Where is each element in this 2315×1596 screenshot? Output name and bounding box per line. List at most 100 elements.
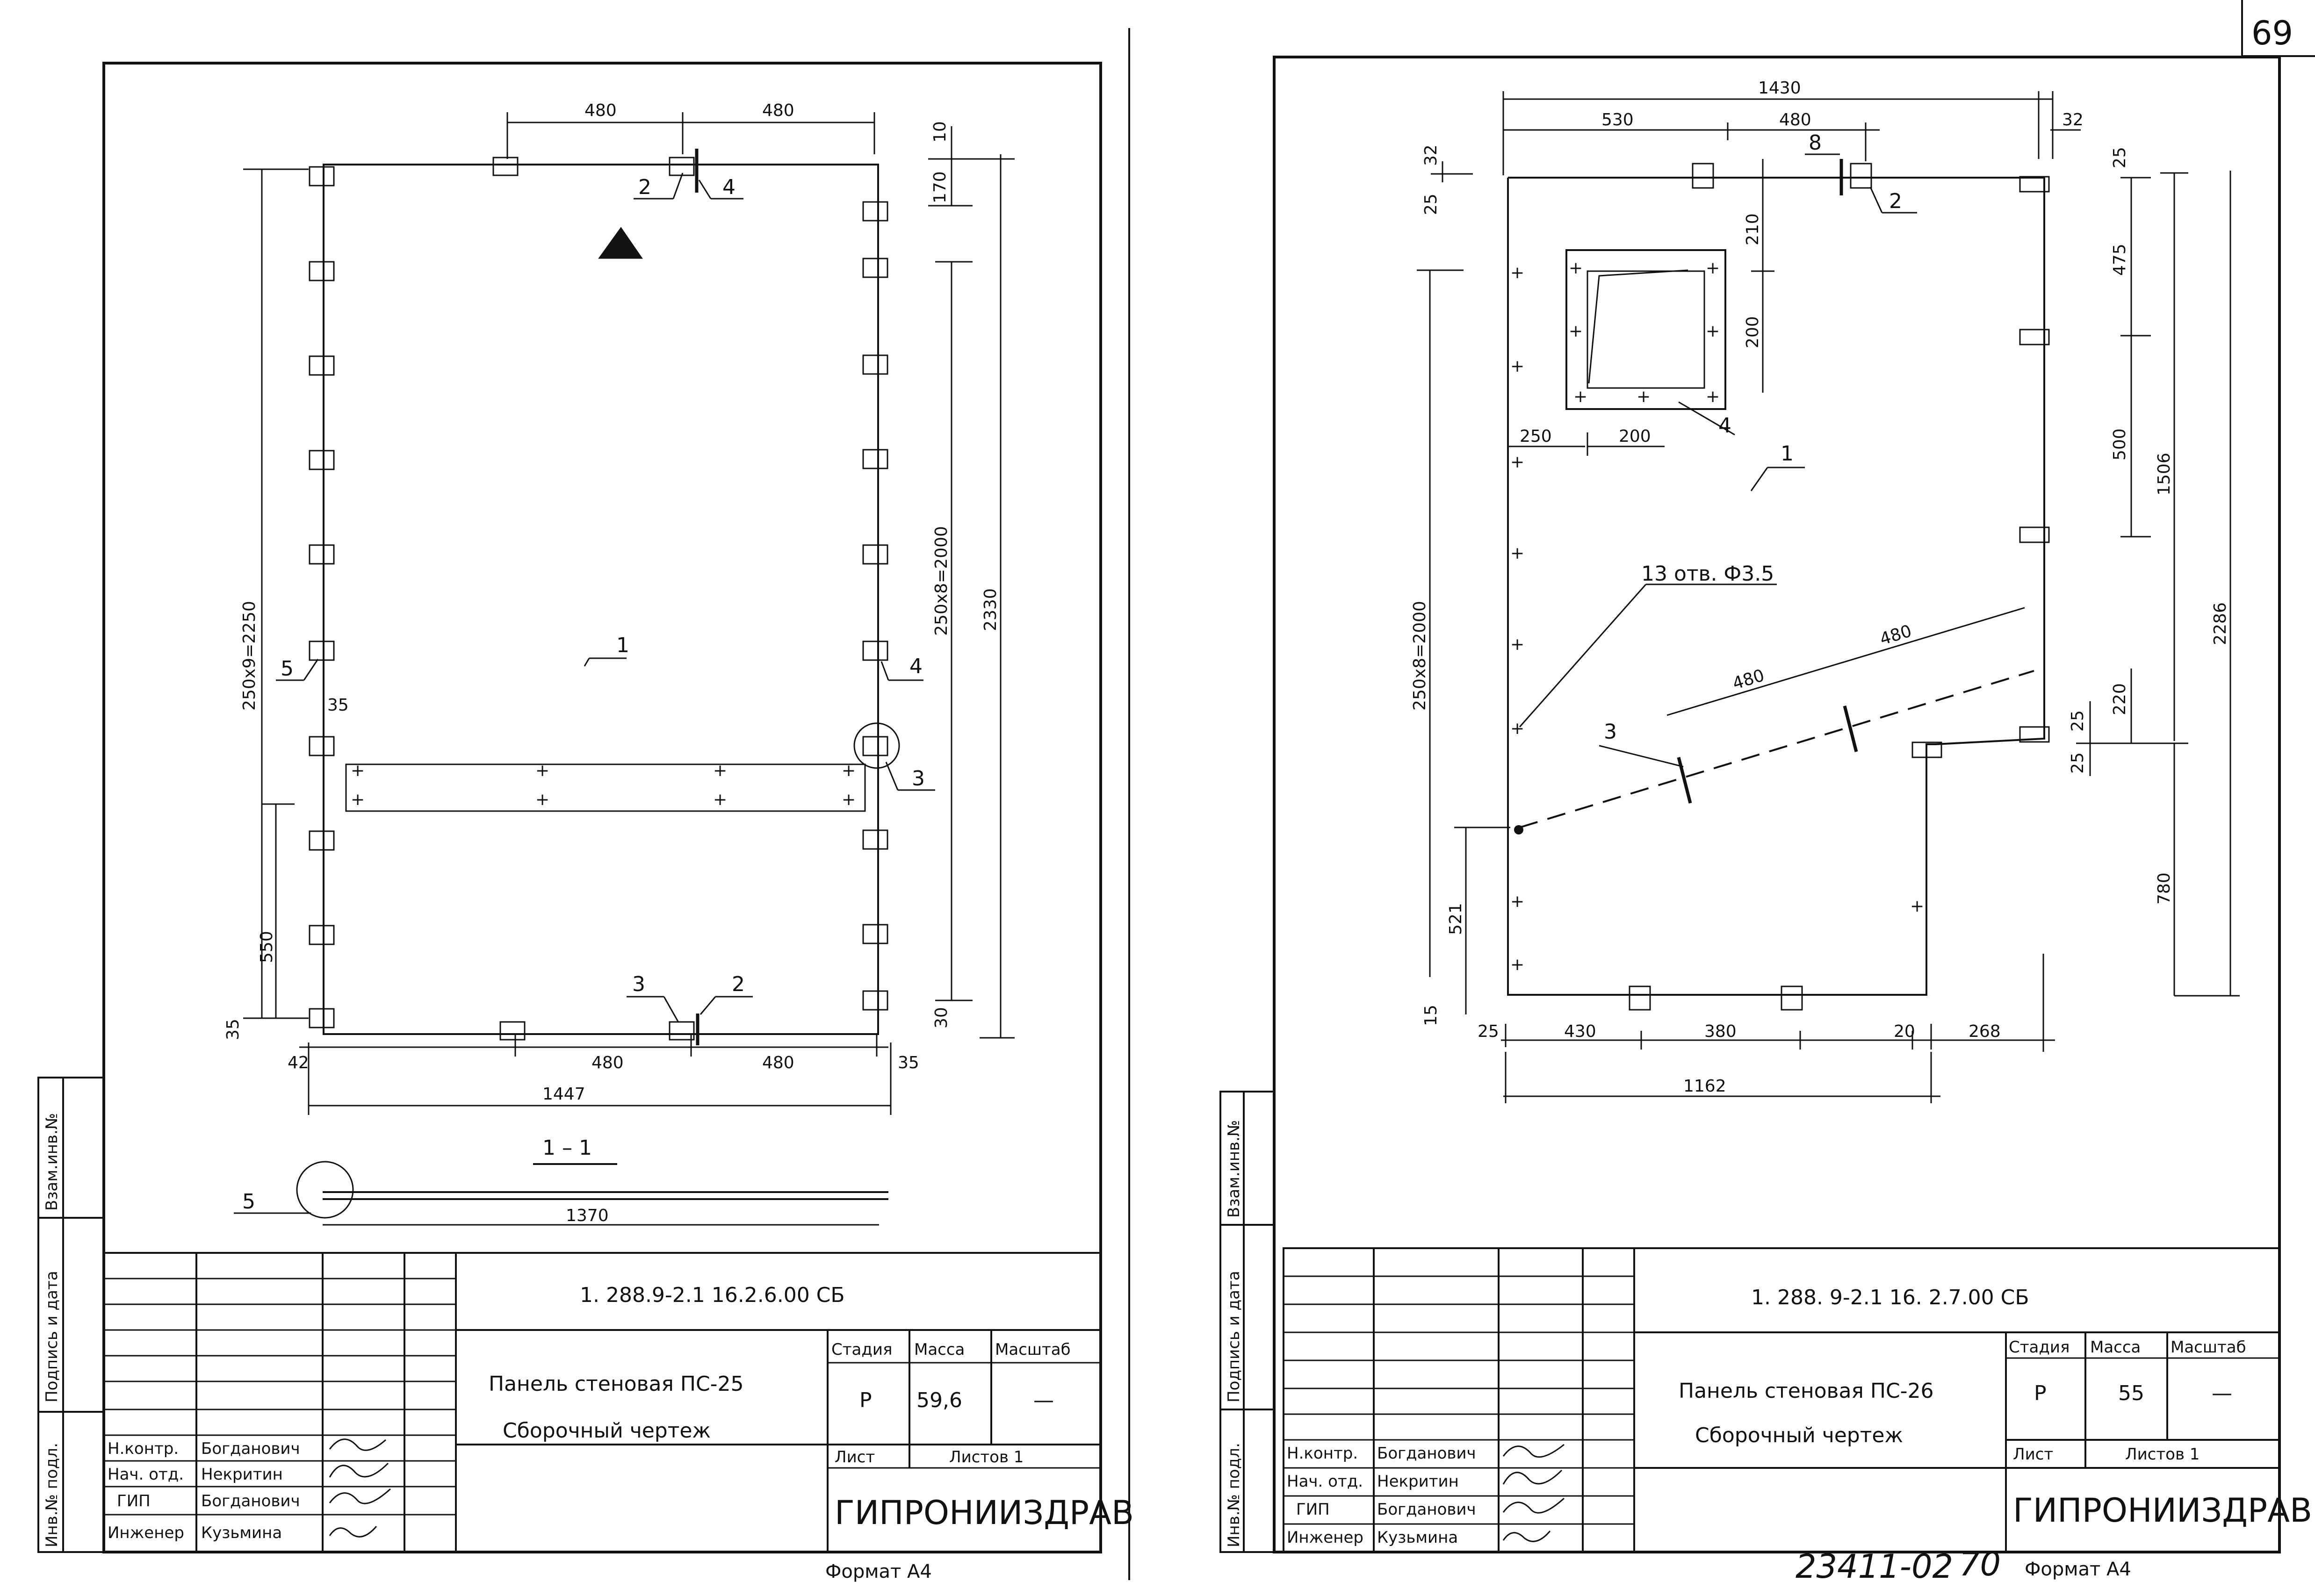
name-nach-otd: Некритин	[201, 1465, 283, 1484]
dim-bottom-25: 25	[1478, 1022, 1499, 1041]
callout-2-bottom: 2	[732, 972, 745, 996]
callout-2-top: 2	[638, 175, 651, 199]
ps26-hole-markers: + + + + + + + + + + + + + + + +	[1510, 259, 1924, 974]
organization-name-right: ГИПРОНИИЗДРАВ	[2013, 1491, 2312, 1530]
svg-text:+: +	[1510, 544, 1524, 563]
drawing-name-line1-right: Панель стеновая ПС-26	[1679, 1379, 1934, 1403]
sheets-label-right: Листов 1	[2125, 1445, 2200, 1464]
role-gip-right: ГИП	[1296, 1500, 1330, 1519]
dim-right-30: 30	[932, 1007, 951, 1028]
dim-500: 500	[2110, 428, 2129, 460]
callout-2: 2	[1889, 189, 1902, 213]
svg-text:+: +	[1510, 357, 1524, 376]
stamp-vzam-inv: Взам.инв.№	[43, 1113, 61, 1211]
svg-text:+: +	[1573, 387, 1587, 406]
right-dimension-lines	[1417, 91, 2240, 1103]
dim-bottom-268: 268	[1969, 1022, 2001, 1041]
sheet-label-right: Лист	[2013, 1445, 2053, 1464]
svg-text:+: +	[1510, 635, 1524, 654]
stage-value-right: Р	[2034, 1381, 2047, 1405]
mounting-mark-icon	[598, 227, 643, 259]
stage-label: Стадия	[831, 1340, 892, 1359]
dim-top-1430: 1430	[1758, 79, 1801, 98]
signature-right-3	[1502, 1497, 1565, 1514]
dim-bottom-480-b: 480	[762, 1053, 794, 1072]
dim-200-horizontal: 200	[1619, 427, 1651, 446]
drawing-name-line2-right: Сборочный чертеж	[1695, 1423, 1903, 1447]
dim-right-250x8: 250x8=2000	[932, 526, 951, 636]
section-1-1: 1 – 1 5 1370	[234, 1136, 888, 1226]
role-gip: ГИП	[117, 1492, 151, 1510]
left-title-block: 1. 288.9-2.1 16.2.6.00 СБ Панель стенова…	[103, 1252, 1134, 1553]
stamp-inv-podl-right: Инв.№ подл.	[1225, 1443, 1243, 1547]
diagonal-dashed-line	[1519, 670, 2034, 828]
right-side-stamp: Инв.№ подл. Подпись и дата Взам.инв.№	[1219, 1091, 1275, 1553]
svg-text:+: +	[1510, 263, 1524, 282]
left-dimension-lines	[243, 112, 1015, 1115]
dim-top-480: 480	[1779, 110, 1811, 129]
dim-left-550: 550	[257, 931, 276, 963]
name-n-kontr: Богданович	[201, 1439, 300, 1458]
dim-1506: 1506	[2155, 453, 2174, 496]
dim-250: 250	[1520, 427, 1552, 446]
diagonal-bar-1	[1677, 757, 1692, 804]
svg-text:+: +	[713, 790, 727, 809]
dim-bottom-42: 42	[288, 1053, 309, 1072]
dim-210: 210	[1743, 213, 1762, 245]
footer-number: 70	[1959, 1545, 2001, 1583]
role-nach-otd: Нач. отд.	[108, 1465, 184, 1484]
dim-left-250x8: 250x8=2000	[1410, 601, 1429, 711]
dim-bottom-430: 430	[1564, 1022, 1596, 1041]
callout-4-right: 4	[909, 654, 923, 678]
ps26-plates	[1629, 159, 2050, 1011]
callout-3-right: 3	[912, 767, 925, 791]
signature-right-1	[1502, 1444, 1565, 1458]
role-nach-otd-right: Нач. отд.	[1287, 1472, 1363, 1491]
footer-code: 23411-02	[1796, 1547, 1953, 1586]
panel-ps26-outline	[1507, 177, 2045, 996]
dim-475: 475	[2110, 244, 2129, 276]
stamp-inv-podl: Инв.№ подл.	[43, 1443, 61, 1547]
svg-text:+: +	[1569, 259, 1583, 278]
holes-leader	[1519, 584, 1647, 727]
callout-5: 5	[281, 657, 294, 681]
diagonal-dimension	[1666, 607, 2025, 716]
sheets-label: Листов 1	[949, 1448, 1024, 1467]
name-engineer-right: Кузьмина	[1377, 1528, 1458, 1547]
stamp-podpis-data-right: Подпись и дата	[1225, 1271, 1243, 1402]
svg-text:+: +	[713, 761, 727, 780]
signature-3	[329, 1488, 391, 1504]
dim-top-530: 530	[1601, 110, 1634, 129]
dim-780: 780	[2155, 872, 2174, 905]
mass-value-right: 55	[2118, 1381, 2144, 1405]
dim-left-521: 521	[1446, 903, 1465, 935]
format-note-left: Формат А4	[825, 1561, 932, 1582]
dim-section-1370: 1370	[566, 1206, 609, 1225]
dim-bottom-480-a: 480	[591, 1053, 624, 1072]
svg-text:+: +	[351, 790, 365, 809]
svg-text:+: +	[842, 790, 856, 809]
role-n-kontr-right: Н.контр.	[1287, 1444, 1358, 1463]
dim-220: 220	[2110, 683, 2129, 715]
svg-text:+: +	[535, 790, 549, 809]
callout-3-right-sheet: 3	[1604, 720, 1617, 744]
svg-text:+: +	[1637, 387, 1651, 406]
svg-text:+: +	[1706, 259, 1720, 278]
diagonal-bar-2	[1843, 705, 1858, 752]
dim-left-35: 35	[327, 696, 349, 715]
name-nach-otd-right: Некритин	[1377, 1472, 1459, 1491]
page-number: 69	[2251, 14, 2293, 52]
callout-8: 8	[1809, 131, 1822, 155]
signature-4	[329, 1526, 377, 1538]
dim-25-b: 25	[2068, 752, 2087, 774]
dim-bottom-1162: 1162	[1683, 1077, 1726, 1096]
left-sheet: + + + + + + + +	[37, 62, 1134, 1582]
name-engineer: Кузьмина	[201, 1524, 282, 1542]
dim-left-35-bottom: 35	[224, 1019, 243, 1040]
dim-left-250x9: 250x9=2250	[240, 601, 259, 711]
left-dimension-values: 480 480 10 170 250x8=2000 2330 30 250x9=…	[224, 101, 1000, 1104]
mass-label-right: Масса	[2090, 1338, 2141, 1357]
role-n-kontr: Н.контр.	[108, 1439, 179, 1458]
callout-5-section: 5	[242, 1190, 255, 1214]
